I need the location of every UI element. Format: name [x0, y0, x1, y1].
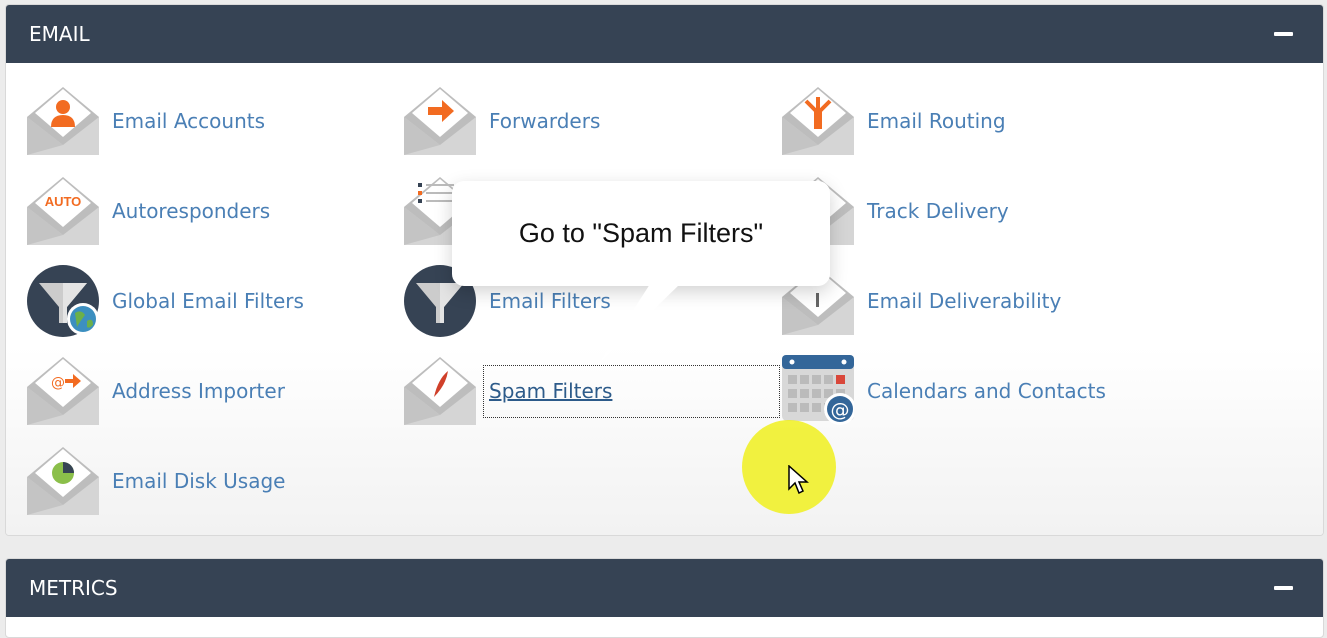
- cursor-arrow-icon: [788, 465, 809, 495]
- tool-item-email-disk-usage[interactable]: Email Disk Usage: [27, 445, 285, 517]
- tool-link[interactable]: Email Disk Usage: [112, 469, 286, 493]
- import-envelope-icon[interactable]: @: [27, 355, 99, 427]
- auto-envelope-icon[interactable]: AUTO: [27, 175, 99, 247]
- metrics-panel-header[interactable]: METRICS: [6, 559, 1323, 617]
- globe-funnel-icon[interactable]: [27, 265, 99, 337]
- email-panel-header[interactable]: EMAIL: [6, 5, 1323, 63]
- tool-link[interactable]: Forwarders: [489, 109, 601, 133]
- focus-outline: [483, 365, 780, 418]
- svg-text:AUTO: AUTO: [45, 194, 82, 209]
- tool-item-email-routing[interactable]: Email Routing: [782, 85, 1006, 157]
- tooltip: Go to "Spam Filters": [452, 181, 830, 286]
- pie-envelope-icon[interactable]: [27, 445, 99, 517]
- arrow-envelope-icon[interactable]: [404, 85, 476, 157]
- tool-link[interactable]: Global Email Filters: [112, 289, 304, 313]
- tool-item-calendars-and-contacts[interactable]: @ Calendars and Contacts: [782, 355, 1106, 427]
- tool-link[interactable]: Email Deliverability: [867, 289, 1062, 313]
- feather-envelope-icon[interactable]: [404, 355, 476, 427]
- tool-link[interactable]: Autoresponders: [112, 199, 271, 223]
- tool-item-autoresponders[interactable]: AUTO Autoresponders: [27, 175, 270, 247]
- metrics-panel-title: METRICS: [29, 576, 118, 600]
- tool-link[interactable]: Email Accounts: [112, 109, 266, 133]
- metrics-panel: METRICS: [5, 558, 1324, 638]
- tool-link[interactable]: Spam Filters: [489, 379, 613, 403]
- tool-link[interactable]: Calendars and Contacts: [867, 379, 1106, 403]
- tool-item-forwarders[interactable]: Forwarders: [404, 85, 600, 157]
- email-panel-title: EMAIL: [29, 22, 90, 46]
- tool-item-email-accounts[interactable]: Email Accounts: [27, 85, 265, 157]
- minus-icon[interactable]: [1274, 32, 1293, 36]
- tool-item-global-email-filters[interactable]: Global Email Filters: [27, 265, 304, 337]
- tool-item-spam-filters[interactable]: Spam Filters: [404, 355, 612, 427]
- tool-item-address-importer[interactable]: @ Address Importer: [27, 355, 285, 427]
- tool-link[interactable]: Track Delivery: [867, 199, 1009, 223]
- minus-icon[interactable]: [1274, 586, 1293, 590]
- email-panel: EMAIL Email Accounts Forwarders Email Rout…: [5, 4, 1324, 536]
- tool-link[interactable]: Email Filters: [489, 289, 611, 313]
- tool-link[interactable]: Address Importer: [112, 379, 285, 403]
- tooltip-text: Go to "Spam Filters": [518, 218, 764, 248]
- svg-text:@: @: [831, 399, 850, 421]
- routing-envelope-icon[interactable]: [782, 85, 854, 157]
- calendar-icon[interactable]: @: [782, 355, 854, 427]
- tooltip-tail: [600, 284, 680, 362]
- svg-text:@: @: [51, 375, 65, 391]
- user-envelope-icon[interactable]: [27, 85, 99, 157]
- tool-link[interactable]: Email Routing: [867, 109, 1006, 133]
